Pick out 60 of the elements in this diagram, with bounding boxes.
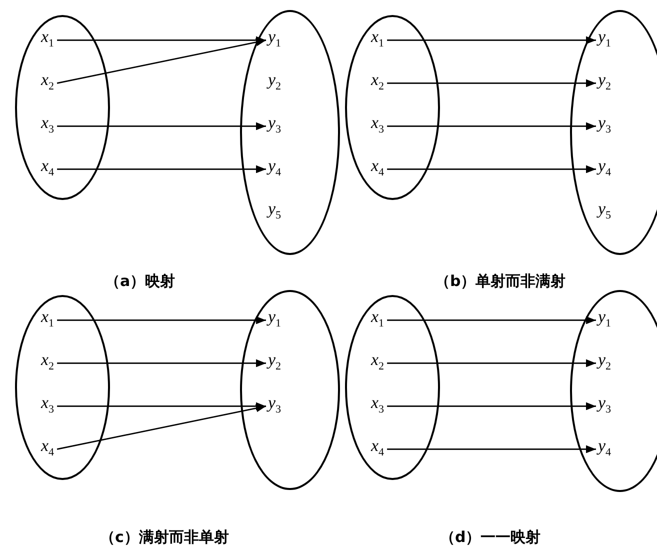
arrow bbox=[387, 445, 596, 454]
arrow bbox=[387, 122, 596, 130]
arrow bbox=[387, 79, 596, 88]
arrow bbox=[387, 36, 596, 44]
codomain-element: y$_{3}$ bbox=[268, 393, 282, 420]
arrow bbox=[57, 165, 266, 174]
arrow bbox=[56, 404, 266, 450]
codomain-element: y$_{2}$ bbox=[268, 70, 282, 96]
codomain-element: y$_{1}$ bbox=[268, 307, 282, 334]
subfigure-caption: （c）满射而非单射 bbox=[100, 528, 229, 547]
codomain-element: y$_{2}$ bbox=[268, 350, 282, 376]
arrow bbox=[57, 359, 266, 368]
arrow bbox=[387, 359, 596, 368]
domain-element: x$_{1}$ bbox=[371, 27, 384, 54]
set-ellipse bbox=[570, 290, 657, 492]
domain-element: x$_{2}$ bbox=[371, 350, 384, 376]
domain-element: x$_{1}$ bbox=[371, 307, 384, 334]
subfigure-caption: （b）单射而非满射 bbox=[435, 272, 566, 291]
domain-element: x$_{1}$ bbox=[41, 307, 54, 334]
domain-element: x$_{3}$ bbox=[41, 393, 54, 420]
domain-element: x$_{2}$ bbox=[41, 70, 54, 96]
domain-element: x$_{3}$ bbox=[371, 393, 384, 420]
domain-element: x$_{4}$ bbox=[41, 436, 54, 462]
arrow bbox=[57, 122, 266, 130]
codomain-element: y$_{1}$ bbox=[598, 27, 612, 54]
codomain-element: y$_{4}$ bbox=[268, 156, 282, 182]
codomain-element: y$_{5}$ bbox=[598, 199, 612, 226]
codomain-element: y$_{3}$ bbox=[268, 113, 282, 140]
set-ellipse bbox=[15, 15, 110, 200]
codomain-element: y$_{5}$ bbox=[268, 199, 282, 226]
codomain-element: y$_{2}$ bbox=[598, 350, 612, 376]
set-ellipse bbox=[15, 295, 110, 480]
arrow bbox=[57, 402, 266, 410]
subfigure-caption: （a）映射 bbox=[105, 272, 176, 291]
domain-element: x$_{3}$ bbox=[371, 113, 384, 140]
domain-element: x$_{2}$ bbox=[371, 70, 384, 96]
set-ellipse bbox=[240, 290, 340, 490]
codomain-element: y$_{3}$ bbox=[598, 393, 612, 420]
codomain-element: y$_{1}$ bbox=[598, 307, 612, 334]
domain-element: x$_{4}$ bbox=[371, 436, 384, 462]
set-ellipse bbox=[240, 10, 340, 255]
domain-element: x$_{2}$ bbox=[41, 350, 54, 376]
set-ellipse bbox=[570, 10, 657, 255]
arrow bbox=[56, 38, 266, 84]
codomain-element: y$_{4}$ bbox=[598, 436, 612, 462]
set-ellipse bbox=[345, 295, 440, 480]
set-ellipse bbox=[345, 15, 440, 200]
domain-element: x$_{4}$ bbox=[371, 156, 384, 182]
domain-element: x$_{1}$ bbox=[41, 27, 54, 54]
arrow bbox=[387, 316, 596, 324]
domain-element: x$_{3}$ bbox=[41, 113, 54, 140]
codomain-element: y$_{4}$ bbox=[598, 156, 612, 182]
codomain-element: y$_{2}$ bbox=[598, 70, 612, 96]
codomain-element: y$_{1}$ bbox=[268, 27, 282, 54]
arrow bbox=[387, 165, 596, 174]
arrow bbox=[57, 316, 266, 324]
domain-element: x$_{4}$ bbox=[41, 156, 54, 182]
subfigure-caption: （d）一一映射 bbox=[440, 528, 541, 547]
codomain-element: y$_{3}$ bbox=[598, 113, 612, 140]
arrow bbox=[387, 402, 596, 410]
